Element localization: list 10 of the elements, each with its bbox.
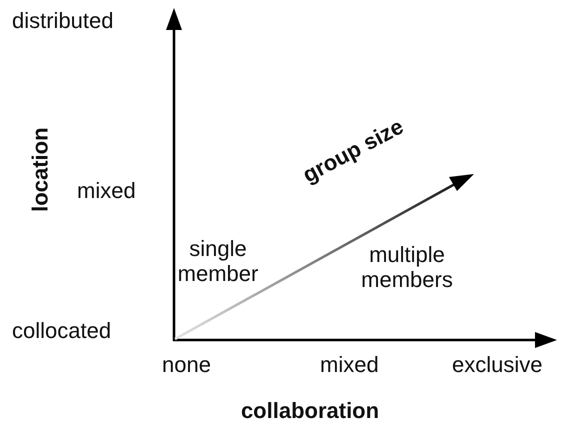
axis-value: distributed bbox=[12, 8, 114, 34]
axis-value: mixed bbox=[77, 178, 136, 204]
axis-value: collocated bbox=[12, 318, 112, 344]
axis-title: collaboration bbox=[240, 398, 380, 424]
axis-value: none bbox=[162, 352, 211, 378]
axis-title: location bbox=[27, 126, 53, 214]
axis-value: multiple members bbox=[360, 242, 454, 293]
axis-value: mixed bbox=[320, 352, 379, 378]
axis-value: exclusive bbox=[452, 352, 542, 378]
axis-value: single member bbox=[176, 236, 260, 287]
